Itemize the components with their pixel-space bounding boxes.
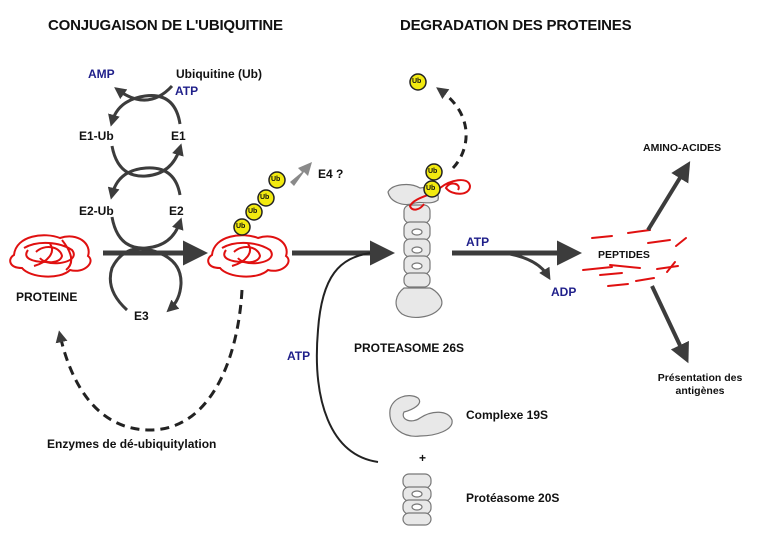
peptide-fragments bbox=[582, 229, 687, 287]
protein-coil-icon bbox=[9, 234, 92, 278]
ub-tag: Ub bbox=[426, 185, 436, 192]
ubiquitin-bead bbox=[268, 171, 286, 189]
e2-ub-label: E2-Ub bbox=[79, 204, 114, 218]
antigen-presentation-label: Présentation des antigènes bbox=[640, 372, 760, 398]
amino-acids-label: AMINO-ACIDES bbox=[643, 142, 722, 154]
e1-label: E1 bbox=[171, 129, 186, 143]
polyubiquitin-chain bbox=[233, 171, 286, 236]
plus-sign: + bbox=[419, 451, 427, 465]
ubiquitin-bead bbox=[245, 203, 263, 221]
ub-tag: Ub bbox=[271, 176, 281, 183]
adp-branch-arrow bbox=[509, 252, 551, 281]
e1-ub-label: E1-Ub bbox=[79, 129, 114, 143]
ubiquitin-bead bbox=[233, 218, 251, 236]
atp-label-e1: ATP bbox=[175, 84, 199, 98]
deubiquitylation-label: Enzymes de dé-ubiquitylation bbox=[47, 437, 217, 451]
proteasome-20s-icon bbox=[402, 473, 432, 526]
released-ubiquitin-bead bbox=[409, 73, 427, 91]
e2-label: E2 bbox=[169, 204, 184, 218]
e1-activation-cycle bbox=[108, 84, 182, 127]
adp-label: ADP bbox=[551, 285, 577, 299]
ubiquitin-bead bbox=[425, 163, 443, 181]
e4-label: E4 ? bbox=[318, 167, 344, 181]
proteasome-assembly-arc bbox=[315, 252, 379, 463]
complex-19s-icon bbox=[389, 395, 453, 437]
antigen-line-1: Présentation des bbox=[657, 372, 743, 384]
title-ubiquitin-conjugation: CONJUGAISON DE L'UBIQUITINE bbox=[48, 17, 283, 34]
proteasome-26s-label: PROTEASOME 26S bbox=[354, 341, 465, 355]
ub-release-arrow bbox=[436, 87, 468, 170]
e2-e3-transfer-cycle bbox=[108, 216, 184, 313]
ubiquitin-label: Ubiquitine (Ub) bbox=[176, 67, 262, 81]
e3-label: E3 bbox=[134, 309, 149, 323]
to-amino-acids-arrow bbox=[646, 161, 691, 232]
proteasome-20s-label: Protéasome 20S bbox=[466, 491, 560, 505]
e1-e2-transfer-cycle bbox=[107, 143, 184, 200]
e4-arrow-icon bbox=[290, 162, 312, 186]
title-protein-degradation: DEGRADATION DES PROTEINES bbox=[400, 17, 632, 34]
ub-tag: Ub bbox=[236, 223, 246, 230]
protein-label: PROTEINE bbox=[16, 290, 78, 304]
peptides-label: PEPTIDES bbox=[598, 249, 650, 261]
ubiquitin-bead bbox=[257, 189, 275, 207]
ub-tag: Ub bbox=[248, 208, 258, 215]
deubiquitylation-arrow bbox=[55, 289, 244, 432]
ub-tag: Ub bbox=[428, 168, 438, 175]
proteasome-26s-icon bbox=[387, 183, 443, 318]
amp-label: AMP bbox=[88, 67, 115, 81]
ub-tag: Ub bbox=[412, 78, 422, 85]
atp-label-degradation: ATP bbox=[466, 235, 490, 249]
antigen-line-2: antigènes bbox=[675, 385, 725, 398]
atp-label-assembly: ATP bbox=[287, 349, 311, 363]
complex-19s-label: Complexe 19S bbox=[466, 408, 549, 422]
ubiquitinated-protein-coil-icon bbox=[207, 234, 290, 278]
to-antigen-presentation-arrow bbox=[650, 285, 689, 364]
ubiquitin-bead bbox=[423, 180, 441, 198]
ub-tag: Ub bbox=[260, 194, 270, 201]
